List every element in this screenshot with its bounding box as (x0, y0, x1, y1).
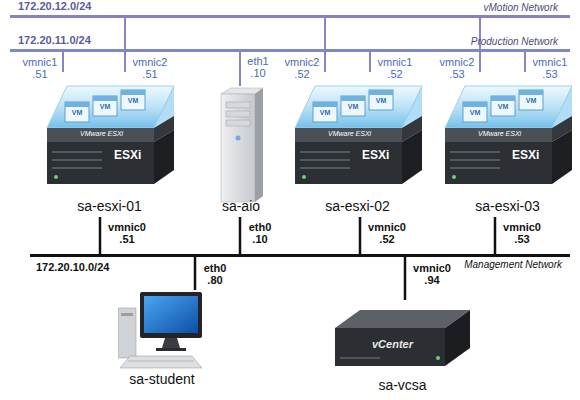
vm-label: VM (341, 103, 365, 110)
network-link (239, 217, 242, 254)
subnet-label: 172.20.11.0/24 (18, 34, 91, 46)
host-name: sa-student (118, 371, 206, 387)
network-link (324, 18, 326, 72)
server-tower: sa-aio (217, 86, 265, 217)
workstation: sa-student (118, 290, 206, 390)
network-link (239, 52, 241, 86)
server-illustration (217, 86, 265, 204)
interface-label: vmnic2 .53 (435, 56, 479, 80)
host-name: sa-esxi-01 (42, 198, 177, 214)
network-link (124, 18, 126, 72)
network-band: 172.20.12.0/24vMotion Network (10, 15, 570, 18)
host-name: sa-aio (217, 198, 265, 214)
network-link (99, 217, 102, 254)
vm-label: VM (121, 97, 145, 104)
product-label: ESXi (512, 148, 539, 162)
network-link (524, 52, 526, 72)
product-label: ESXi (114, 148, 141, 162)
network-link (404, 257, 407, 300)
interface-label: vmnic2 .51 (128, 56, 172, 80)
interface-label: vmnic1 .51 (18, 56, 62, 80)
appliance-illustration (330, 300, 475, 370)
interface-label: vmnic0 .52 (364, 221, 410, 245)
vm-label: VM (463, 109, 487, 116)
network-band: 172.20.10.0/24Management Network (30, 254, 570, 257)
product-label: VMware ESXi (80, 130, 123, 137)
esxi-host: sa-esxi-03 VM VM VM VMware ESXiESXi (440, 72, 575, 217)
vm-label: VM (491, 103, 515, 110)
vm-label: VM (519, 97, 543, 104)
network-name: Production Network (471, 36, 558, 47)
esxi-host: sa-esxi-01 VM VM VM VMware ESXiESXi (42, 72, 177, 217)
host-name: sa-vcsa (330, 377, 475, 393)
vm-label: VM (93, 103, 117, 110)
product-label: ESXi (362, 148, 389, 162)
vm-label: VM (65, 109, 89, 116)
product-label: VMware ESXi (328, 130, 371, 137)
network-link (194, 257, 197, 290)
network-link (369, 52, 371, 72)
interface-label: vmnic0 .53 (499, 221, 545, 245)
interface-label: vmnic1 .52 (373, 56, 417, 80)
interface-label: vmnic2 .52 (280, 56, 324, 80)
interface-label: eth0 .80 (199, 262, 231, 286)
interface-label: vmnic0 .51 (104, 221, 150, 245)
workstation-illustration (118, 290, 206, 370)
host-name: sa-esxi-02 (290, 198, 425, 214)
network-link (359, 217, 362, 254)
interface-label: eth1 .10 (243, 55, 273, 79)
subnet-label: 172.20.12.0/24 (18, 0, 91, 12)
esxi-host: sa-esxi-02 VM VM VM VMware ESXiESXi (290, 72, 425, 217)
host-name: sa-esxi-03 (440, 198, 575, 214)
vcenter-appliance: sa-vcsa vCenter (330, 300, 475, 396)
product-label: vCenter (372, 338, 413, 350)
subnet-label: 172.20.10.0/24 (36, 261, 109, 273)
network-link (494, 217, 497, 254)
vm-label: VM (369, 97, 393, 104)
network-link (62, 52, 64, 72)
network-band: 172.20.11.0/24Production Network (10, 49, 570, 52)
vm-label: VM (313, 109, 337, 116)
network-name: Management Network (464, 259, 562, 270)
interface-label: vmnic1 .53 (528, 56, 572, 80)
network-name: vMotion Network (484, 2, 558, 13)
product-label: VMware ESXi (478, 130, 521, 137)
interface-label: eth0 .10 (244, 221, 276, 245)
interface-label: vmnic0 .94 (409, 262, 455, 286)
